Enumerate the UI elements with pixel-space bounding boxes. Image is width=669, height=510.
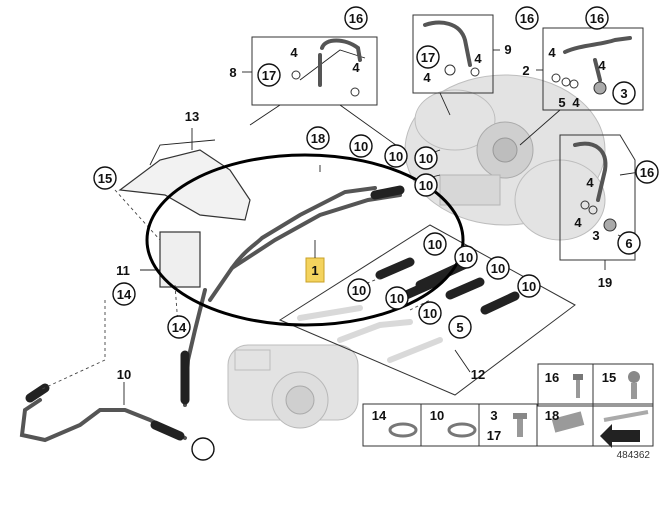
callout-label: 4 — [572, 95, 580, 110]
callout-label: 19 — [598, 275, 612, 290]
callout-label: 16 — [349, 11, 363, 26]
group-box-6 — [559, 134, 636, 270]
callout-label: 14 — [117, 287, 132, 302]
callout-label: 14 — [172, 320, 187, 335]
callout-label: 17 — [421, 50, 435, 65]
callout-label: 4 — [598, 58, 606, 73]
legend-label: 15 — [602, 370, 616, 385]
legend-label: 16 — [545, 370, 559, 385]
callout-label: 4 — [474, 51, 482, 66]
callout-label: 10 — [419, 151, 433, 166]
callout-label: 16 — [520, 11, 534, 26]
highlight-callout-1: 1 — [305, 240, 325, 283]
callout-label: 4 — [586, 175, 594, 190]
pipe-12-drawing — [19, 300, 187, 443]
callout-label: 17 — [262, 68, 276, 83]
callout-label: 8 — [229, 65, 236, 80]
parts-legend: 16 15 14 10 3 17 18 — [362, 363, 654, 448]
highlight-ellipse — [145, 153, 465, 327]
callout-label: 4 — [352, 60, 360, 75]
main-pipe-1 — [208, 165, 405, 302]
callout-label: 10 — [389, 149, 403, 164]
legend-label: 17 — [487, 428, 501, 443]
callout-circles: 16 16 16 16 8 17 4 4 9 17 4 4 2 4 4 5 4 … — [93, 6, 659, 461]
reference-number: 484362 — [617, 450, 651, 461]
callout-label: 10 — [423, 306, 437, 321]
water-pump-drawing — [227, 344, 359, 429]
callout-label: 10 — [522, 279, 536, 294]
callout-label: 11 — [116, 263, 130, 278]
callout-label: 10 — [428, 237, 442, 252]
group-box-9 — [412, 14, 500, 116]
callout-label: 4 — [574, 215, 582, 230]
callout-label: 3 — [592, 228, 599, 243]
legend-label: 18 — [545, 408, 559, 423]
callout-label: 2 — [522, 63, 529, 78]
callout-label: 16 — [590, 11, 604, 26]
callout-label: 6 — [625, 236, 632, 251]
callout-label: 4 — [290, 45, 298, 60]
callout-label: 10 — [390, 291, 404, 306]
callout-label: 15 — [98, 171, 112, 186]
group-box-8 — [242, 36, 401, 149]
legend-label: 14 — [372, 408, 387, 423]
pipe-14-drawing — [180, 288, 207, 407]
callout-label: 10 — [459, 250, 473, 265]
callout-label: 3 — [620, 86, 627, 101]
callout-label: 10 — [419, 178, 433, 193]
callout-label: 5 — [456, 320, 463, 335]
callout-label: 12 — [471, 367, 485, 382]
highlight-label: 1 — [311, 263, 318, 278]
legend-label: 10 — [430, 408, 444, 423]
callout-label: 5 — [558, 95, 565, 110]
bracket-13-drawing — [118, 128, 251, 221]
callout-label: 4 — [548, 45, 556, 60]
callout-label: 10 — [117, 367, 131, 382]
callout-label: 4 — [423, 70, 431, 85]
callout-label: 16 — [640, 165, 654, 180]
legend-label: 3 — [490, 408, 497, 423]
callout-label: 9 — [504, 42, 511, 57]
bracket-11-drawing — [140, 231, 201, 288]
callout-label: 10 — [352, 283, 366, 298]
callout-label: 10 — [491, 261, 505, 276]
callout-label: 13 — [185, 109, 199, 124]
callout-label: 18 — [311, 131, 325, 146]
callout-label: 10 — [354, 139, 368, 154]
